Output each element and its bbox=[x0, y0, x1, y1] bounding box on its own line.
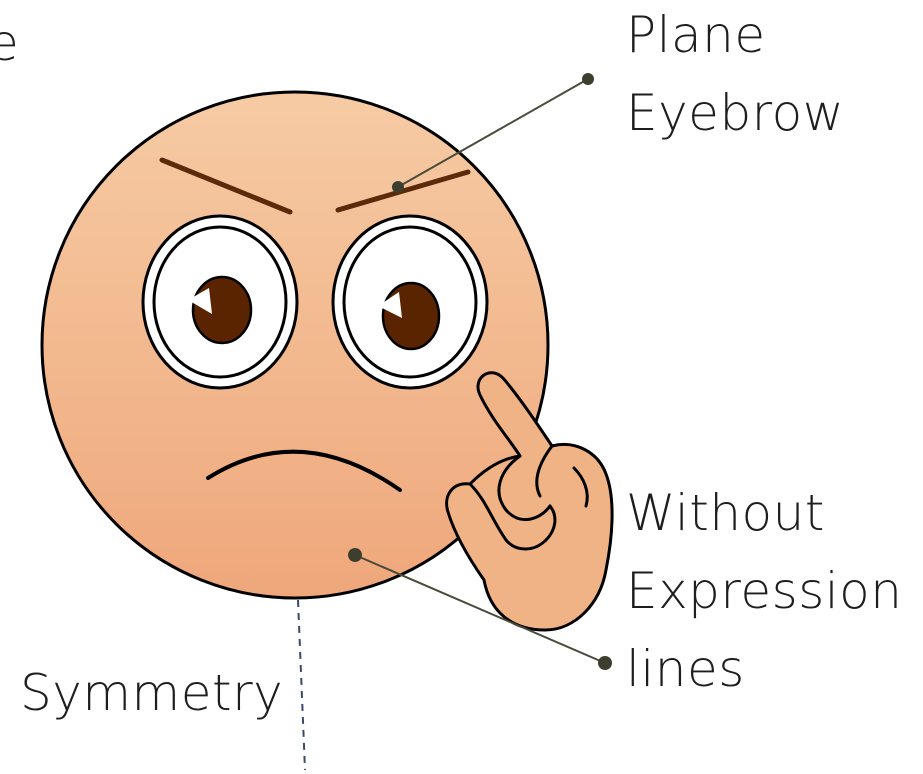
eyebrow-leader-dot-start bbox=[392, 181, 404, 193]
expression-leader-dot-end bbox=[598, 656, 612, 670]
lines-label: lines bbox=[626, 638, 745, 700]
right-iris bbox=[383, 283, 439, 349]
without-label: Without bbox=[626, 482, 825, 544]
left-iris bbox=[193, 277, 251, 343]
expression-label: Expression bbox=[626, 560, 902, 622]
cropped-label-fragment: e bbox=[0, 12, 19, 74]
symmetry-label: Symmetry bbox=[20, 662, 283, 724]
eyebrow-label: Eyebrow bbox=[626, 82, 844, 144]
symmetry-axis-line bbox=[298, 600, 305, 770]
eyebrow-leader-dot-end bbox=[582, 73, 594, 85]
plane-label: Plane bbox=[626, 4, 766, 66]
expression-leader-dot-start bbox=[348, 548, 362, 562]
